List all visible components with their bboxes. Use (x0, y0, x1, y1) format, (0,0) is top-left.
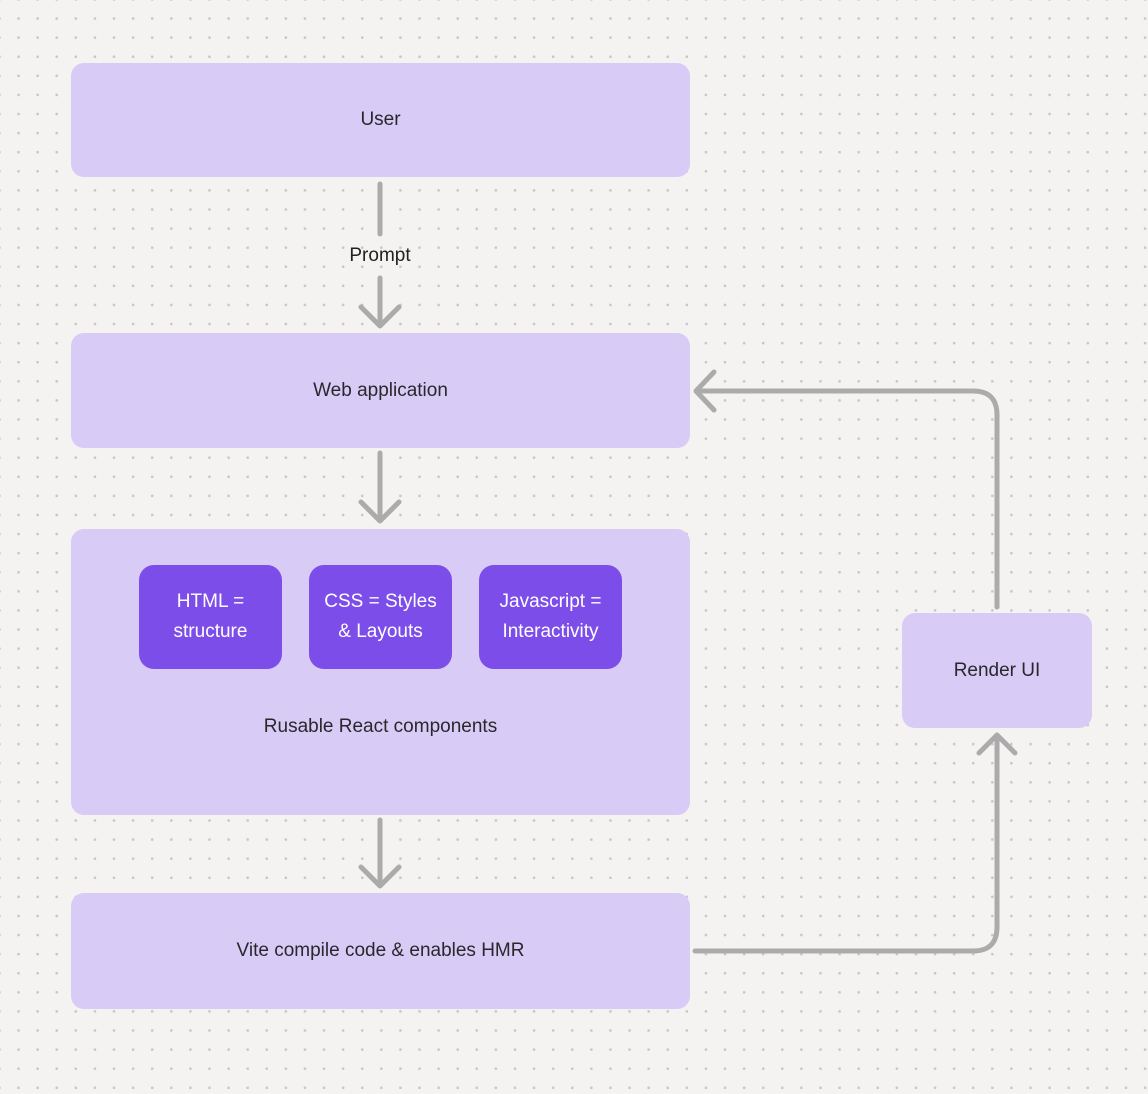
node-vite-label: Vite compile code & enables HMR (236, 940, 525, 961)
node-web-application-label: Web application (313, 379, 448, 401)
edge-label-prompt: Prompt (349, 245, 411, 266)
node-web-application: Web application (71, 333, 690, 448)
arrowhead-down-icon (358, 864, 402, 889)
node-vite: Vite compile code & enables HMR (71, 893, 690, 1009)
arrowhead-down-icon (358, 304, 402, 329)
chip-css-label: CSS = Styles & Layouts (324, 591, 437, 642)
connector-prompt-webapp (358, 275, 402, 329)
connector-webapp-components (358, 450, 402, 524)
node-user: User (71, 63, 690, 177)
chip-javascript-label: Javascript = Interactivity (499, 591, 602, 642)
connector-components-vite (358, 817, 402, 889)
group-react-components: HTML = structure CSS = Styles & Layouts … (71, 529, 690, 815)
node-render-ui-label: Render UI (953, 659, 1041, 681)
group-caption: Rusable React components (263, 716, 498, 737)
arrowhead-left-icon (693, 369, 717, 413)
connector-render-webapp (693, 369, 1000, 610)
node-user-label: User (360, 109, 401, 130)
node-render-ui: Render UI (902, 613, 1092, 728)
arrowhead-up-icon (976, 732, 1018, 756)
arrowhead-down-icon (358, 499, 402, 524)
connector-vite-render (692, 732, 1018, 954)
chip-html-label: HTML = structure (173, 591, 248, 642)
components-chip-row: HTML = structure CSS = Styles & Layouts … (139, 565, 622, 669)
chip-html: HTML = structure (139, 565, 282, 669)
chip-css: CSS = Styles & Layouts (309, 565, 452, 669)
chip-javascript: Javascript = Interactivity (479, 565, 622, 669)
